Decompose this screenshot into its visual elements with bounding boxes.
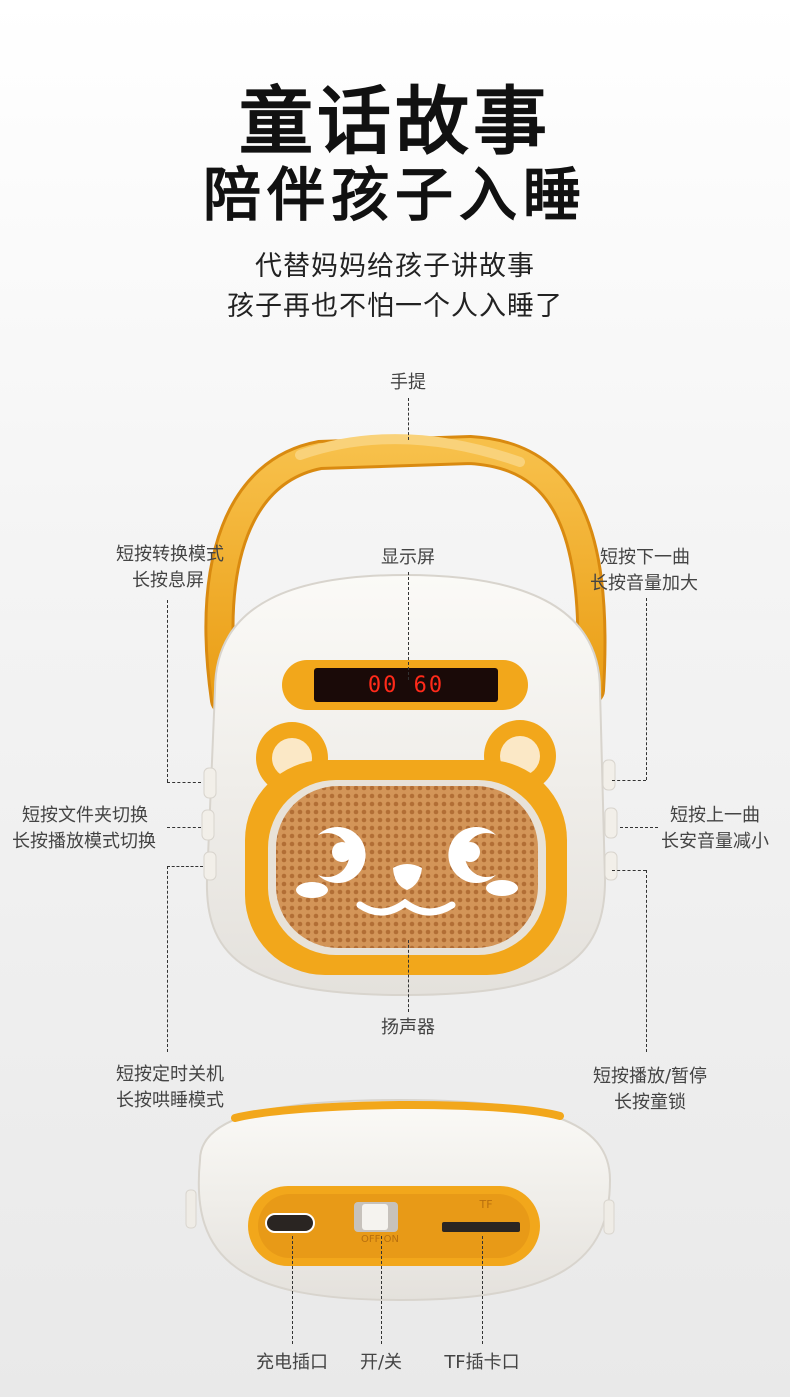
label-left-bot-1: 短按定时关机: [116, 1064, 224, 1085]
callout-line-left-mid: [167, 827, 201, 828]
callout-line-display: [408, 572, 409, 680]
callout-line-right-bot: [646, 870, 647, 1052]
label-right-top-1: 短按下一曲: [600, 547, 690, 568]
label-right-mid-2: 长安音量减小: [661, 831, 769, 852]
label-left-mid-2: 长按播放模式切换: [12, 831, 156, 852]
tf-slot-label: TF: [479, 1198, 493, 1211]
callout-line-tf: [482, 1236, 483, 1344]
label-power-switch: 开/关: [359, 1352, 403, 1373]
tagline-1: 代替妈妈给孩子讲故事: [255, 251, 535, 282]
switch-label: OFF ON: [361, 1234, 399, 1245]
callout-line-right-bot-h: [612, 870, 646, 871]
callout-line-power: [381, 1236, 382, 1344]
label-right-bot-2: 长按童锁: [614, 1092, 686, 1113]
device-bottom-view: [185, 1098, 615, 1302]
callout-line-right-mid: [620, 827, 658, 828]
label-handle: 手提: [390, 372, 426, 393]
callout-line-speaker: [408, 940, 409, 1012]
label-right-top-2: 长按音量加大: [590, 573, 698, 594]
tagline-2: 孩子再也不怕一个人入睡了: [227, 291, 563, 322]
headline-subtitle: 陪伴孩子入睡: [202, 161, 587, 229]
label-left-top-2: 长按息屏: [132, 570, 204, 591]
label-left-bot-2: 长按哄睡模式: [116, 1090, 224, 1111]
label-display: 显示屏: [381, 547, 435, 568]
label-right-mid-1: 短按上一曲: [670, 805, 760, 826]
handle: [204, 434, 607, 715]
bear-face: [245, 720, 567, 975]
display-readout: 00 60: [367, 672, 445, 698]
headline-title: 童话故事: [239, 79, 551, 165]
display-screen: [314, 668, 498, 702]
callout-line-right-top: [646, 598, 647, 780]
callout-line-left-top: [167, 600, 168, 782]
label-tf-slot: TF插卡口: [444, 1352, 520, 1373]
callout-line-left-bot: [167, 866, 168, 1052]
label-speaker: 扬声器: [381, 1017, 435, 1038]
callout-line-handle: [408, 398, 409, 440]
callout-line-charge: [292, 1236, 293, 1344]
label-right-bot-1: 短按播放/暂停: [592, 1066, 708, 1087]
callout-line-left-bot-h: [167, 866, 203, 867]
label-charge-port: 充电插口: [256, 1352, 328, 1373]
label-left-mid-1: 短按文件夹切换: [22, 805, 148, 826]
callout-line-left-top-h: [167, 782, 201, 783]
callout-line-right-top-h: [612, 780, 646, 781]
label-left-top-1: 短按转换模式: [116, 544, 224, 565]
